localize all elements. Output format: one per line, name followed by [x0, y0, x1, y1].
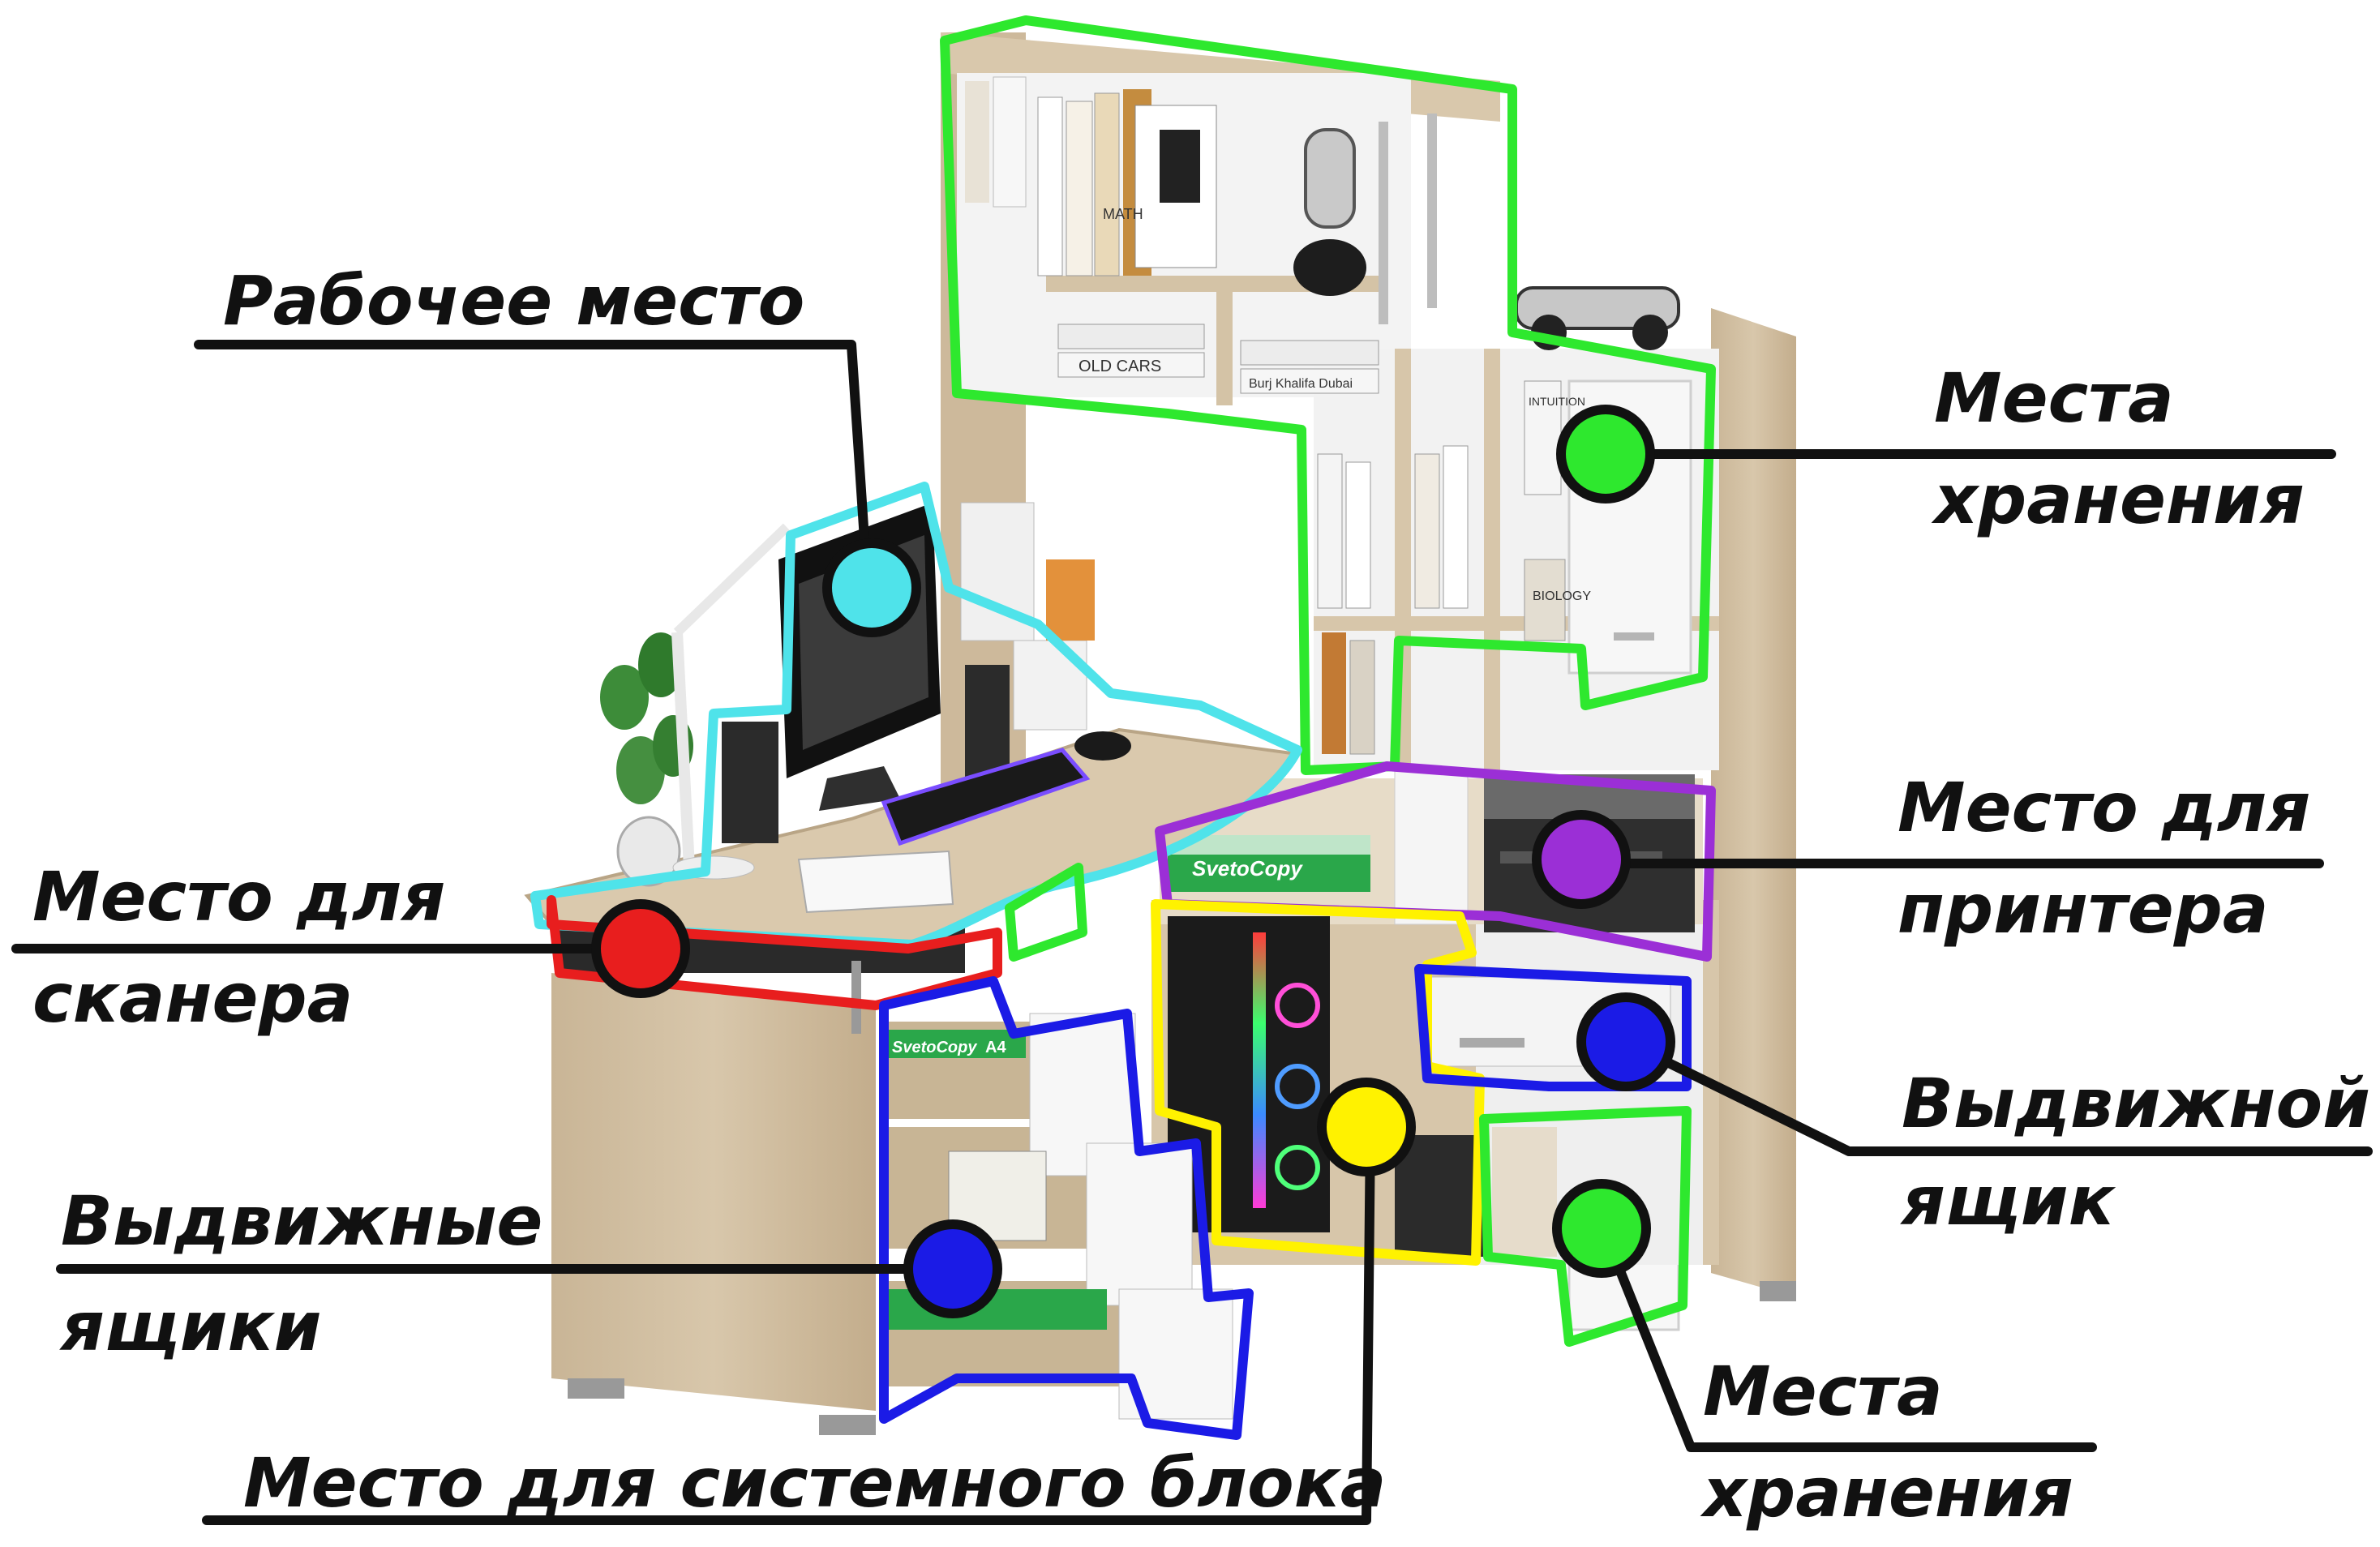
book-burj: Burj Khalifa Dubai [1249, 377, 1353, 391]
marker-workplace [822, 538, 921, 637]
book-old-cars: OLD CARS [1079, 358, 1161, 375]
book-math: MATH [1103, 206, 1143, 222]
marker-drawer [1576, 992, 1675, 1091]
desk-illustration: SvetoCopy [524, 32, 1796, 1435]
leader-workplace [194, 340, 873, 593]
zone-outlines [530, 15, 1716, 1440]
marker-storage-top [1556, 405, 1655, 504]
table-lamp-decor [1293, 114, 1437, 324]
label-workplace: Рабочее место [223, 261, 804, 341]
left-pedestal [551, 973, 876, 1411]
label-storage-top-line2: хранения [1931, 460, 2305, 539]
plant-decor [600, 632, 693, 887]
label-drawers-line2: ящики [59, 1287, 322, 1366]
label-storage-bottom-line2: хранения [1700, 1453, 2073, 1532]
marker-sysunit [1317, 1078, 1416, 1176]
marker-storage-bottom [1552, 1179, 1651, 1278]
storage-zone-upper-outline [940, 15, 1716, 775]
left-drawer-stack [884, 1013, 1233, 1420]
printer-shelf-paper-brand: SvetoCopy [1192, 856, 1303, 881]
marker-printer [1532, 810, 1631, 909]
label-drawers-line1: Выдвижные [61, 1181, 542, 1261]
label-printer-line1: Место для [1898, 768, 2310, 847]
marker-circles [591, 405, 1675, 1318]
right-side-panel [1711, 308, 1796, 1297]
storage-zone-small-outline [1005, 863, 1087, 962]
label-scanner-line1: Место для [32, 857, 445, 936]
book-intuition: INTUITION [1529, 395, 1585, 408]
leader-lines [11, 340, 2373, 1525]
label-printer-line2: принтера [1898, 869, 2269, 949]
label-sysunit: Место для системного блока [243, 1443, 1386, 1523]
desk-lamp-decor [671, 523, 791, 880]
books-upper [965, 76, 1566, 755]
storage-zone-lower-outline [1479, 1106, 1692, 1347]
label-scanner-line2: сканера [32, 958, 353, 1038]
callout-labels: Рабочее место Места хранения Место для п… [32, 261, 2370, 1532]
marker-scanner [591, 899, 690, 998]
keyboard-object [881, 748, 1091, 846]
workplace-zone-outline [530, 482, 1302, 949]
drawer-paper-brand: SvetoCopy [892, 1039, 977, 1056]
label-drawer-line1: Выдвижной [1902, 1064, 2370, 1143]
book-biology: BIOLOGY [1533, 589, 1591, 603]
label-storage-top-line1: Места [1934, 358, 2174, 438]
label-storage-bottom-line1: Места [1703, 1352, 1943, 1431]
leader-drawer [1621, 1037, 2373, 1156]
leader-storage-bottom [1605, 1240, 2097, 1452]
label-drawer-line2: ящик [1900, 1161, 2116, 1241]
product-text: SvetoCopy A4 OLD CARS Burj Khalifa Dubai… [892, 206, 1591, 1056]
marker-drawers [903, 1219, 1002, 1318]
leader-sysunit [202, 1126, 1375, 1525]
drawer-paper-size: A4 [985, 1039, 1006, 1056]
drawers-zone-outline [879, 976, 1254, 1440]
